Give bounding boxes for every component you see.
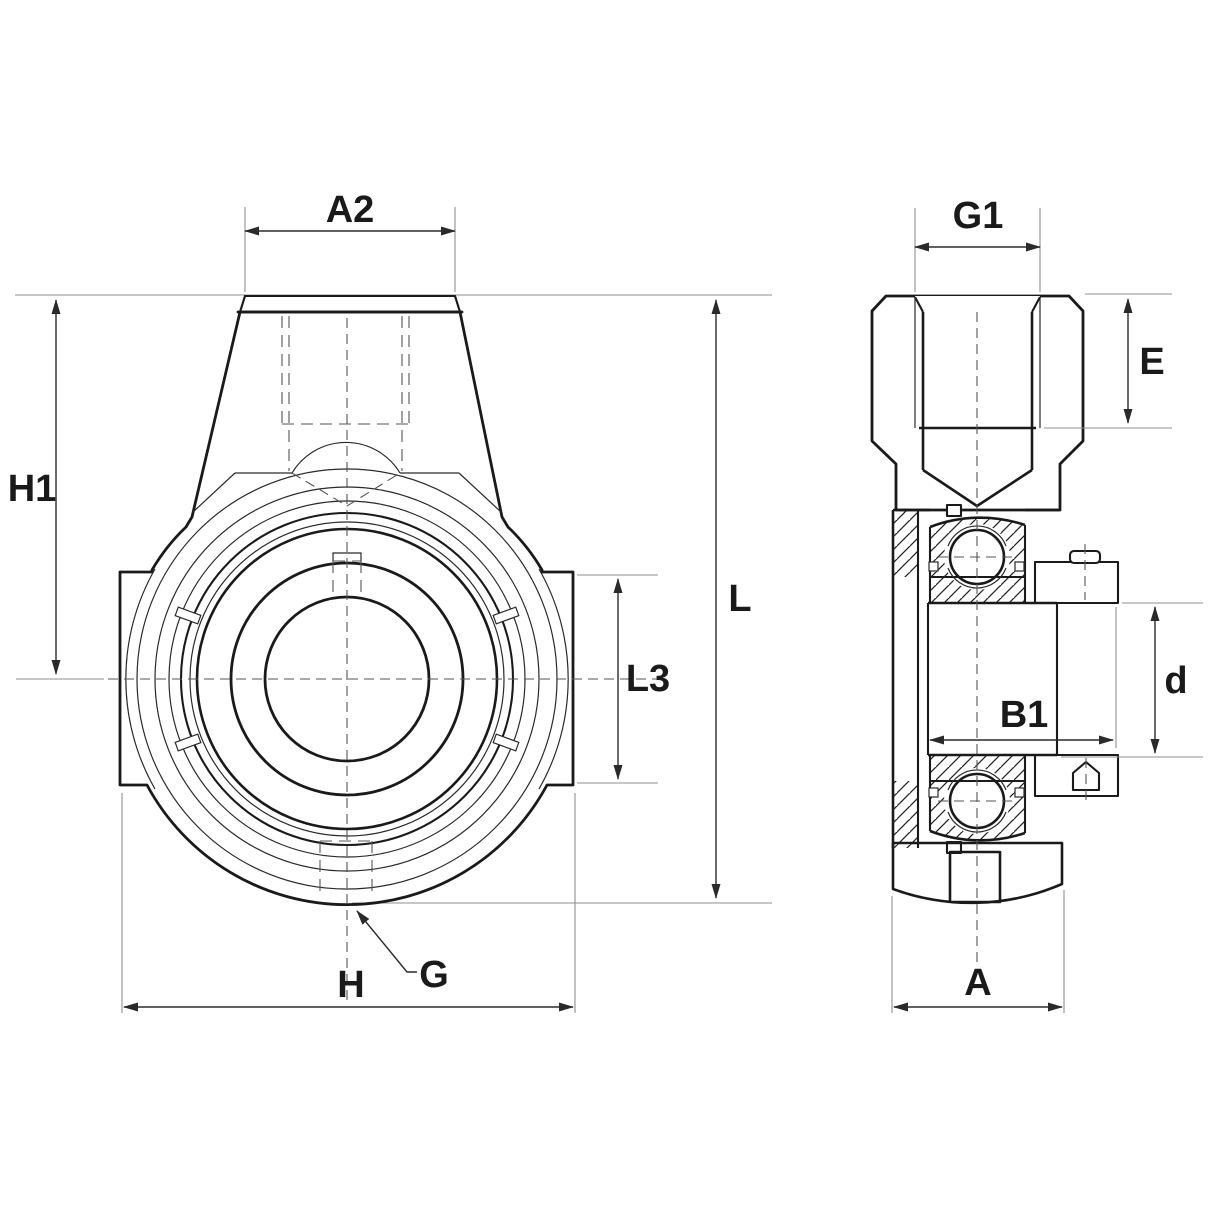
dim-label-e: E xyxy=(1139,341,1164,383)
dim-label-l3: L3 xyxy=(626,658,670,700)
seal-tick xyxy=(492,733,520,752)
dimension-h1: H1 xyxy=(8,299,61,675)
dim-label-d: d xyxy=(1164,660,1187,702)
dimension-d: d xyxy=(1061,602,1203,758)
wall-hatch-bottom xyxy=(893,781,918,848)
seal-tick xyxy=(174,733,202,752)
housing-outline xyxy=(118,310,575,906)
thread-entry-bevel xyxy=(914,296,924,313)
dim-label-a: A xyxy=(964,962,991,1004)
hidden-thread-lines xyxy=(281,316,410,471)
dim-label-g1: G1 xyxy=(953,195,1004,237)
dimension-a2: A2 xyxy=(244,189,456,292)
setscrew-tab xyxy=(332,552,362,561)
seal-mark xyxy=(928,787,939,798)
boss-chamfer-left xyxy=(192,472,236,513)
dim-label-h1: H1 xyxy=(8,468,57,510)
tower-top-cap xyxy=(238,294,462,314)
dimension-e: E xyxy=(1044,293,1172,429)
bearing-top xyxy=(928,503,1057,605)
hidden-drill-point xyxy=(291,472,401,507)
boss-chamfer-right xyxy=(458,472,502,513)
thread-entry-bevel xyxy=(1031,296,1041,313)
sphere-arc-right xyxy=(538,568,569,790)
dim-label-g: G xyxy=(419,954,449,996)
dim-label-l: L xyxy=(728,578,751,620)
drill-dome-arc xyxy=(291,441,401,474)
dimension-g1: G1 xyxy=(914,195,1041,292)
seal-ticks xyxy=(174,606,520,752)
locking-collar-top xyxy=(1033,544,1120,605)
dimension-l3: L3 xyxy=(577,574,670,784)
foot-section xyxy=(891,841,1064,905)
dim-label-h: H xyxy=(337,964,364,1006)
key-tab xyxy=(945,503,963,518)
side-section-view: G1 E d B1 A xyxy=(870,195,1203,1013)
seal-tick xyxy=(174,606,202,625)
dim-label-a2: A2 xyxy=(326,189,375,231)
locking-collar-bottom xyxy=(1033,753,1120,801)
seal-mark xyxy=(1014,787,1025,798)
dimension-h: H xyxy=(121,793,576,1013)
dimension-a: A xyxy=(891,890,1065,1013)
dimension-b1: B1 xyxy=(929,607,1117,748)
hidden-lube-hole xyxy=(319,840,373,897)
dim-label-b1: B1 xyxy=(1000,694,1049,736)
seal-tick xyxy=(492,606,520,625)
leader-g: G xyxy=(356,910,449,996)
dimension-l: L xyxy=(711,299,752,899)
seal-mark xyxy=(1014,561,1025,572)
seal-mark xyxy=(928,561,939,572)
wall-hatch-top xyxy=(893,510,918,577)
bearing-bottom xyxy=(928,753,1057,855)
front-view: A2 H1 L L3 H G xyxy=(8,189,772,1013)
